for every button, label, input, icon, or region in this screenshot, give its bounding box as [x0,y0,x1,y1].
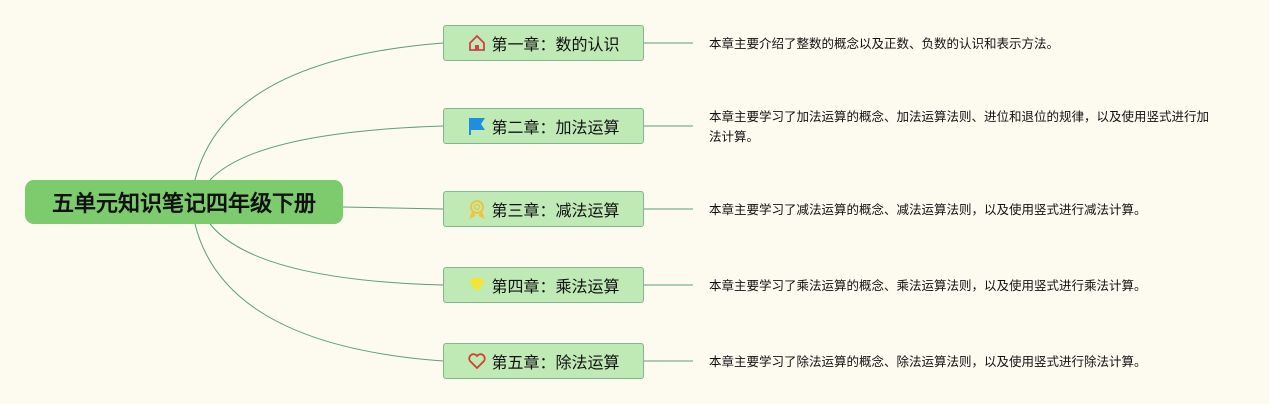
medal-icon [469,200,486,219]
chapter-label: 第三章：减法运算 [491,201,620,220]
chapter-1-topic[interactable]: 第一章：数的认识 [443,25,644,61]
home-icon [469,34,486,51]
link-chapter-3 [342,206,444,210]
chapter-2-topic[interactable]: 第二章：加法运算 [443,108,644,144]
diamond-icon [469,278,486,292]
flag-icon [469,118,486,135]
root-title: 五单元知识笔记四年级下册 [51,192,316,217]
heart-icon [468,353,487,370]
chapter-4-description[interactable]: 本章主要学习了乘法运算的概念、乘法运算法则，以及使用竖式进行乘法计算。 [709,278,1147,293]
chapter-1-description[interactable]: 本章主要介绍了整数的概念以及正数、负数的认识和表示方法。 [709,36,1060,51]
link-chapter-2 [209,125,444,181]
chapter-label: 第二章：加法运算 [491,118,620,137]
chapter-label: 第一章：数的认识 [491,35,620,54]
link-chapter-4 [209,223,444,286]
chapter-4-topic[interactable]: 第四章：乘法运算 [443,267,644,303]
root-topic[interactable]: 五单元知识笔记四年级下册 [25,180,343,224]
link-chapter-1 [194,42,444,181]
chapter-5-topic[interactable]: 第五章：除法运算 [443,343,644,379]
chapter-label: 第四章：乘法运算 [491,277,620,296]
chapter-5-description[interactable]: 本章主要学习了除法运算的概念、除法运算法则，以及使用竖式进行除法计算。 [709,354,1147,369]
link-chapter-5 [194,223,444,362]
chapter-label: 第五章：除法运算 [491,353,620,372]
chapter-2-description[interactable]: 本章主要学习了加法运算的概念、加法运算法则、进位和退位的规律，以及使用竖式进行加… [709,109,1210,144]
chapter-3-topic[interactable]: 第三章：减法运算 [443,191,644,227]
chapter-3-description[interactable]: 本章主要学习了减法运算的概念、减法运算法则，以及使用竖式进行减法计算。 [709,202,1147,217]
